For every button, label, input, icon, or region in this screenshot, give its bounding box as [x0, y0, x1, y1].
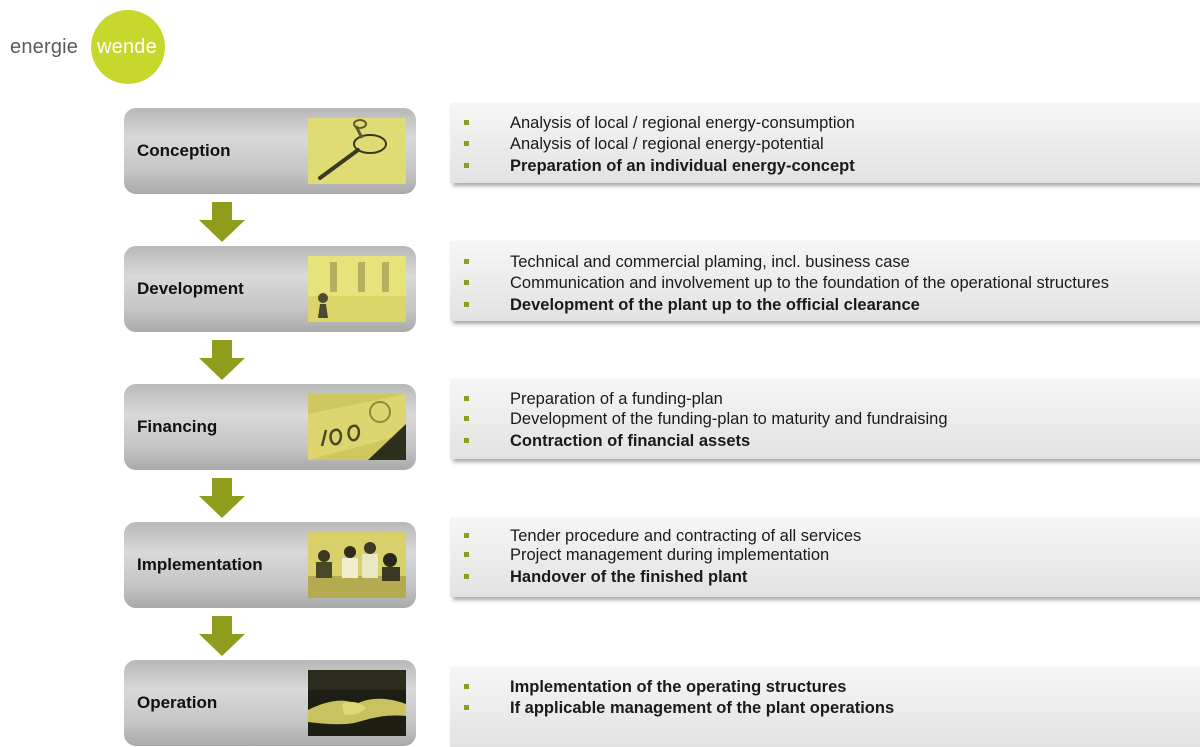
bullet-square-icon — [464, 684, 469, 689]
bullet-square-icon — [464, 552, 469, 557]
stage-details-financing: Preparation of a funding-plan Developmen… — [450, 379, 1200, 459]
list-item: Analysis of local / regional energy-cons… — [464, 114, 855, 133]
list-item: Analysis of local / regional energy-pote… — [464, 135, 824, 154]
list-item: Development of the funding-plan to matur… — [464, 410, 948, 429]
list-item: Technical and commercial plaming, incl. … — [464, 253, 910, 272]
list-item: Project management during implementation — [464, 546, 829, 565]
bullet-square-icon — [464, 438, 469, 443]
stage-label: Conception — [137, 141, 231, 160]
bullet-square-icon — [464, 259, 469, 264]
down-arrow-icon — [199, 202, 245, 242]
bullet-square-icon — [464, 302, 469, 307]
bullet-square-icon — [464, 120, 469, 125]
stage-label: Operation — [137, 693, 218, 712]
logo-word-energie: energie — [10, 36, 79, 58]
chess-pawn-photo-icon — [308, 256, 406, 322]
stage-label: Financing — [137, 417, 218, 436]
energiewende-logo: energie wende — [8, 6, 168, 86]
banknote-photo-icon — [308, 394, 406, 460]
stage-implementation: Implementation — [124, 522, 416, 608]
down-arrow-icon — [199, 478, 245, 518]
stage-conception: Conception — [124, 108, 416, 194]
list-item: Implementation of the operating structur… — [464, 678, 846, 697]
handshake-photo-icon — [308, 670, 406, 736]
list-item: Development of the plant up to the offic… — [464, 296, 920, 315]
stage-financing: Financing — [124, 384, 416, 470]
bullet-square-icon — [464, 705, 469, 710]
down-arrow-icon — [199, 616, 245, 656]
list-item: Handover of the finished plant — [464, 568, 747, 587]
list-item: If applicable management of the plant op… — [464, 699, 894, 718]
stage-details-development: Technical and commercial plaming, incl. … — [450, 241, 1200, 321]
list-item: Preparation of an individual energy-conc… — [464, 157, 855, 176]
list-item: Communication and involvement up to the … — [464, 274, 1109, 293]
logo-circle — [91, 10, 165, 84]
bullet-square-icon — [464, 574, 469, 579]
list-item: Contraction of financial assets — [464, 432, 750, 451]
bullet-square-icon — [464, 280, 469, 285]
bullet-square-icon — [464, 141, 469, 146]
list-item: Tender procedure and contracting of all … — [464, 527, 861, 546]
bullet-square-icon — [464, 533, 469, 538]
team-meeting-photo-icon — [308, 532, 406, 598]
bullet-square-icon — [464, 163, 469, 168]
stage-details-implementation: Tender procedure and contracting of all … — [450, 517, 1200, 597]
bullet-square-icon — [464, 396, 469, 401]
stage-label: Development — [137, 279, 244, 298]
stage-label: Implementation — [137, 555, 263, 574]
list-item: Preparation of a funding-plan — [464, 390, 723, 409]
stage-development: Development — [124, 246, 416, 332]
bullet-square-icon — [464, 416, 469, 421]
magnifier-photo-icon — [308, 118, 406, 184]
down-arrow-icon — [199, 340, 245, 380]
stage-details-operation: Implementation of the operating structur… — [450, 667, 1200, 747]
stage-operation: Operation — [124, 660, 416, 746]
logo-word-wende: wende — [97, 36, 157, 58]
stage-details-conception: Analysis of local / regional energy-cons… — [450, 103, 1200, 183]
